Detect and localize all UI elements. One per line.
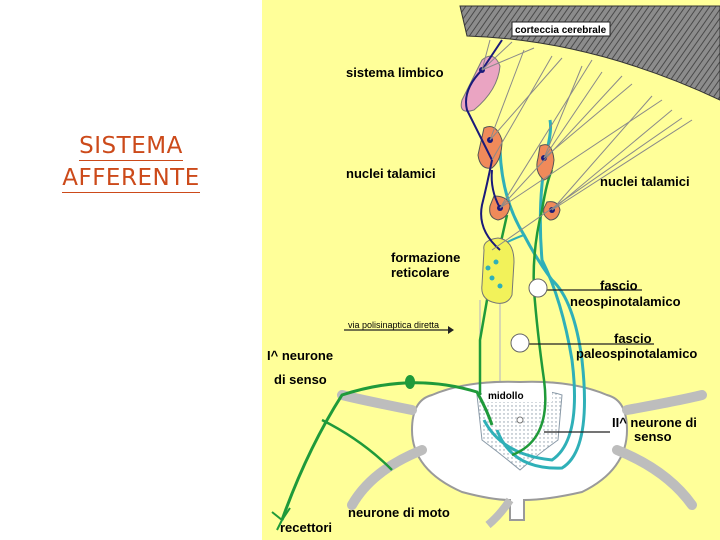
- reticular-formation: [481, 237, 515, 304]
- label-neo-2: neospinotalamico: [570, 294, 681, 309]
- slide-title-line-2: AFFERENTE: [62, 165, 200, 193]
- slide-title: SISTEMA AFFERENTE: [0, 130, 262, 194]
- afferent-pathway-diagram: corteccia cerebrale midollo: [267, 5, 720, 535]
- label-paleo-1: fascio: [614, 331, 652, 346]
- label-polysynaptic: via polisinaptica diretta: [348, 320, 439, 330]
- label-reticular-1: formazione: [391, 250, 460, 265]
- label-paleo-2: paleospinotalamico: [576, 346, 697, 361]
- label-first-neuron-1: I^ neurone: [267, 348, 333, 363]
- spinal-cord-column: [479, 300, 501, 390]
- slide-title-line-1: SISTEMA: [79, 133, 183, 161]
- neo-tract-marker: [528, 278, 548, 298]
- cortical-fan-fibers: [481, 39, 693, 251]
- arrow-icon: [448, 326, 454, 334]
- label-reticular-2: reticolare: [391, 265, 450, 280]
- label-second-neuron-1: II^ neurone di: [612, 415, 697, 430]
- dorsal-root-ganglion: [405, 375, 415, 389]
- label-limbic: sistema limbico: [346, 65, 444, 80]
- label-second-neuron-2: senso: [634, 429, 672, 444]
- paleo-tract-marker: [510, 333, 530, 353]
- label-first-neuron-2: di senso: [274, 372, 327, 387]
- label-thalamic-right: nuclei talamici: [600, 174, 690, 189]
- cord-label: midollo: [488, 391, 524, 402]
- cortex-label: corteccia cerebrale: [515, 25, 607, 36]
- label-neo-1: fascio: [600, 278, 638, 293]
- leader-lines: [344, 289, 654, 433]
- label-thalamic-left: nuclei talamici: [346, 166, 436, 181]
- label-motor-neuron: neurone di moto: [348, 505, 450, 520]
- label-receptors: recettori: [280, 520, 332, 535]
- cerebral-cortex: corteccia cerebrale: [459, 5, 720, 101]
